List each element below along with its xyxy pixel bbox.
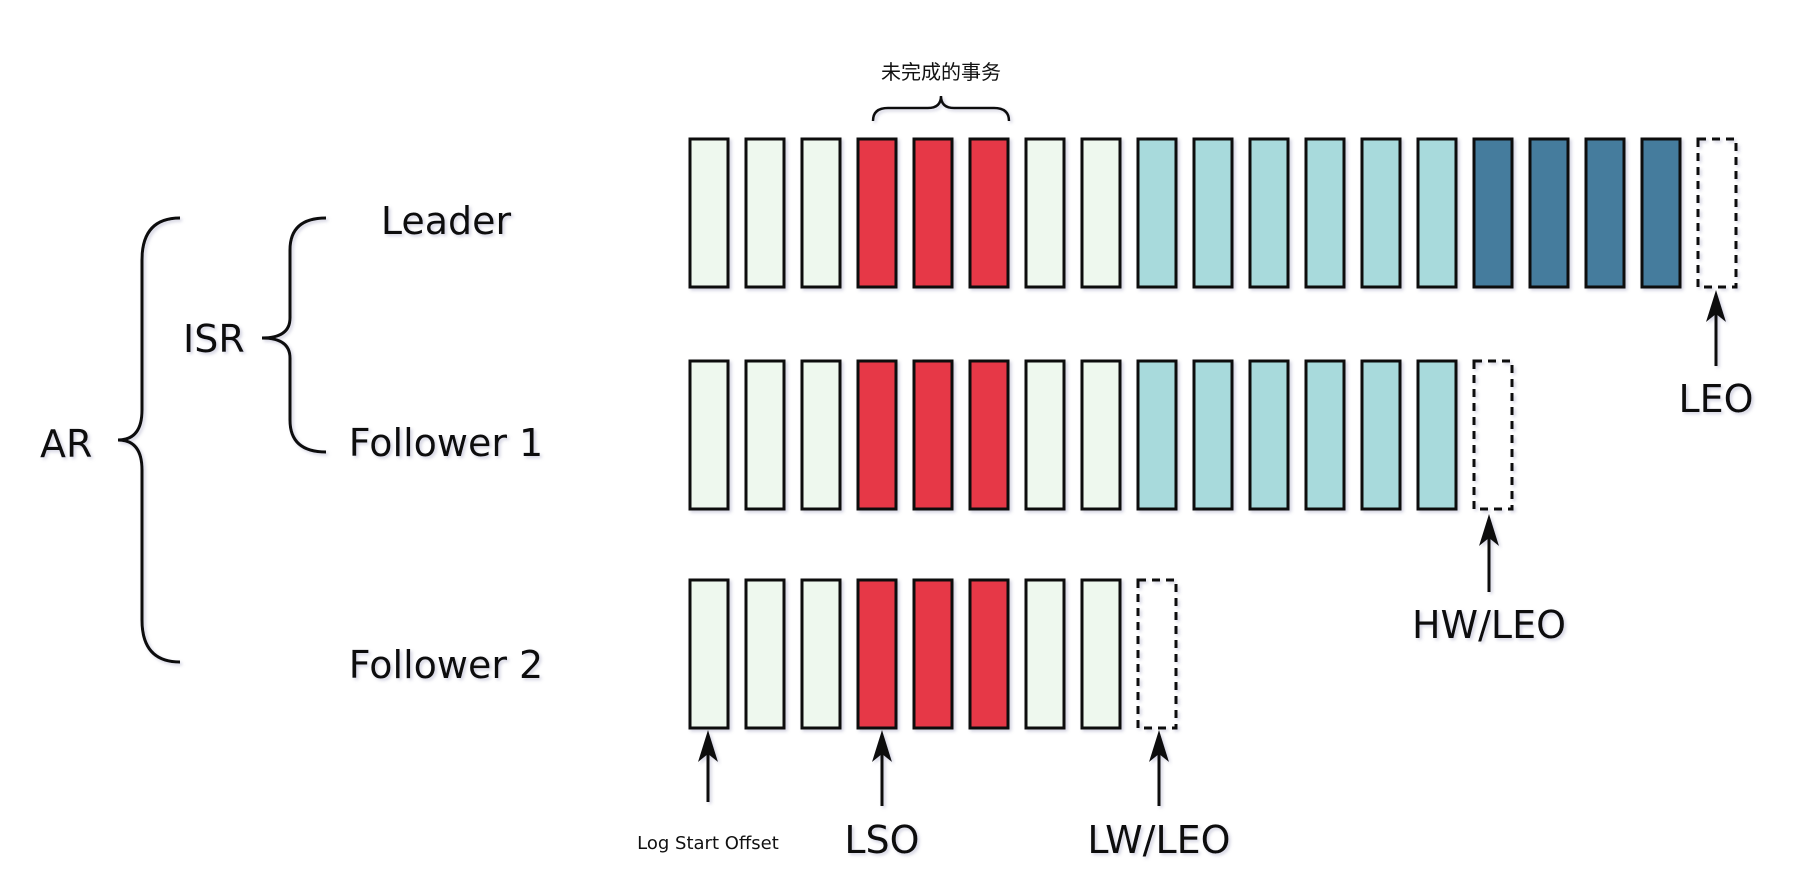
leader-cell-committed bbox=[800, 137, 842, 289]
follower-1-cell-committed bbox=[744, 359, 786, 511]
log-start-offset-arrow bbox=[698, 730, 718, 802]
follower-1-cell-transaction bbox=[856, 359, 898, 511]
leader-cell-unreplicated bbox=[1640, 137, 1682, 289]
follower-1-cell-committed bbox=[1024, 359, 1066, 511]
follower-1-label: Follower 1 bbox=[349, 421, 543, 465]
follower-2-log bbox=[688, 578, 1178, 730]
follower-2-cell-committed bbox=[688, 578, 730, 730]
follower-2-label: Follower 2 bbox=[349, 643, 543, 687]
lso-label: LSO bbox=[844, 818, 919, 862]
follower-1-cell-transaction bbox=[912, 359, 954, 511]
leader-cell-replicated bbox=[1416, 137, 1458, 289]
leader-cell-unreplicated bbox=[1528, 137, 1570, 289]
leader-cell-transaction bbox=[856, 137, 898, 289]
transaction-note: 未完成的事务 bbox=[881, 60, 1001, 84]
leader-cell-unreplicated bbox=[1584, 137, 1626, 289]
leader-cell-transaction bbox=[968, 137, 1010, 289]
isr-label: ISR bbox=[183, 317, 245, 361]
leader-cell-replicated bbox=[1192, 137, 1234, 289]
follower-1-cell-replicated bbox=[1136, 359, 1178, 511]
follower-2-cell-transaction bbox=[856, 578, 898, 730]
leader-label: Leader bbox=[381, 199, 512, 243]
follower-1-cell-transaction bbox=[968, 359, 1010, 511]
follower-1-cell-committed bbox=[800, 359, 842, 511]
follower-1-cell-replicated bbox=[1304, 359, 1346, 511]
follower-2-cell-committed bbox=[800, 578, 842, 730]
follower-2-cell-committed bbox=[1024, 578, 1066, 730]
leader-cell-replicated bbox=[1136, 137, 1178, 289]
lw-leo-label: LW/LEO bbox=[1087, 818, 1230, 862]
leader-cell-committed bbox=[1080, 137, 1122, 289]
leader-cell-transaction bbox=[912, 137, 954, 289]
leader-cell-committed bbox=[688, 137, 730, 289]
leader-cell-empty bbox=[1696, 137, 1738, 289]
ar-brace bbox=[117, 216, 181, 664]
leader-log bbox=[688, 137, 1738, 289]
follower-1-cell-empty bbox=[1472, 359, 1514, 511]
follower-1-cell-replicated bbox=[1248, 359, 1290, 511]
follower-1-cell-committed bbox=[1080, 359, 1122, 511]
leader-cell-committed bbox=[744, 137, 786, 289]
leo-arrow bbox=[1706, 290, 1726, 366]
follower-2-cell-committed bbox=[1080, 578, 1122, 730]
log-start-offset-label: Log Start Offset bbox=[637, 833, 779, 854]
follower-1-cell-replicated bbox=[1192, 359, 1234, 511]
leader-cell-replicated bbox=[1248, 137, 1290, 289]
hw-leo-label: HW/LEO bbox=[1412, 603, 1566, 647]
follower-1-cell-replicated bbox=[1416, 359, 1458, 511]
follower-2-cell-transaction bbox=[912, 578, 954, 730]
follower-2-cell-empty bbox=[1136, 578, 1178, 730]
leader-cell-unreplicated bbox=[1472, 137, 1514, 289]
leader-cell-replicated bbox=[1360, 137, 1402, 289]
isr-brace bbox=[261, 216, 327, 454]
follower-2-cell-committed bbox=[744, 578, 786, 730]
leader-cell-committed bbox=[1024, 137, 1066, 289]
follower-2-cell-transaction bbox=[968, 578, 1010, 730]
follower-1-cell-replicated bbox=[1360, 359, 1402, 511]
leo-label: LEO bbox=[1678, 377, 1753, 421]
ar-label: AR bbox=[40, 422, 92, 466]
transaction-brace bbox=[871, 95, 1011, 122]
follower-1-cell-committed bbox=[688, 359, 730, 511]
lw-leo-arrow bbox=[1149, 730, 1169, 806]
hw-leo-arrow bbox=[1479, 514, 1499, 592]
follower-1-log bbox=[688, 359, 1514, 511]
lso-arrow bbox=[872, 730, 892, 806]
leader-cell-replicated bbox=[1304, 137, 1346, 289]
